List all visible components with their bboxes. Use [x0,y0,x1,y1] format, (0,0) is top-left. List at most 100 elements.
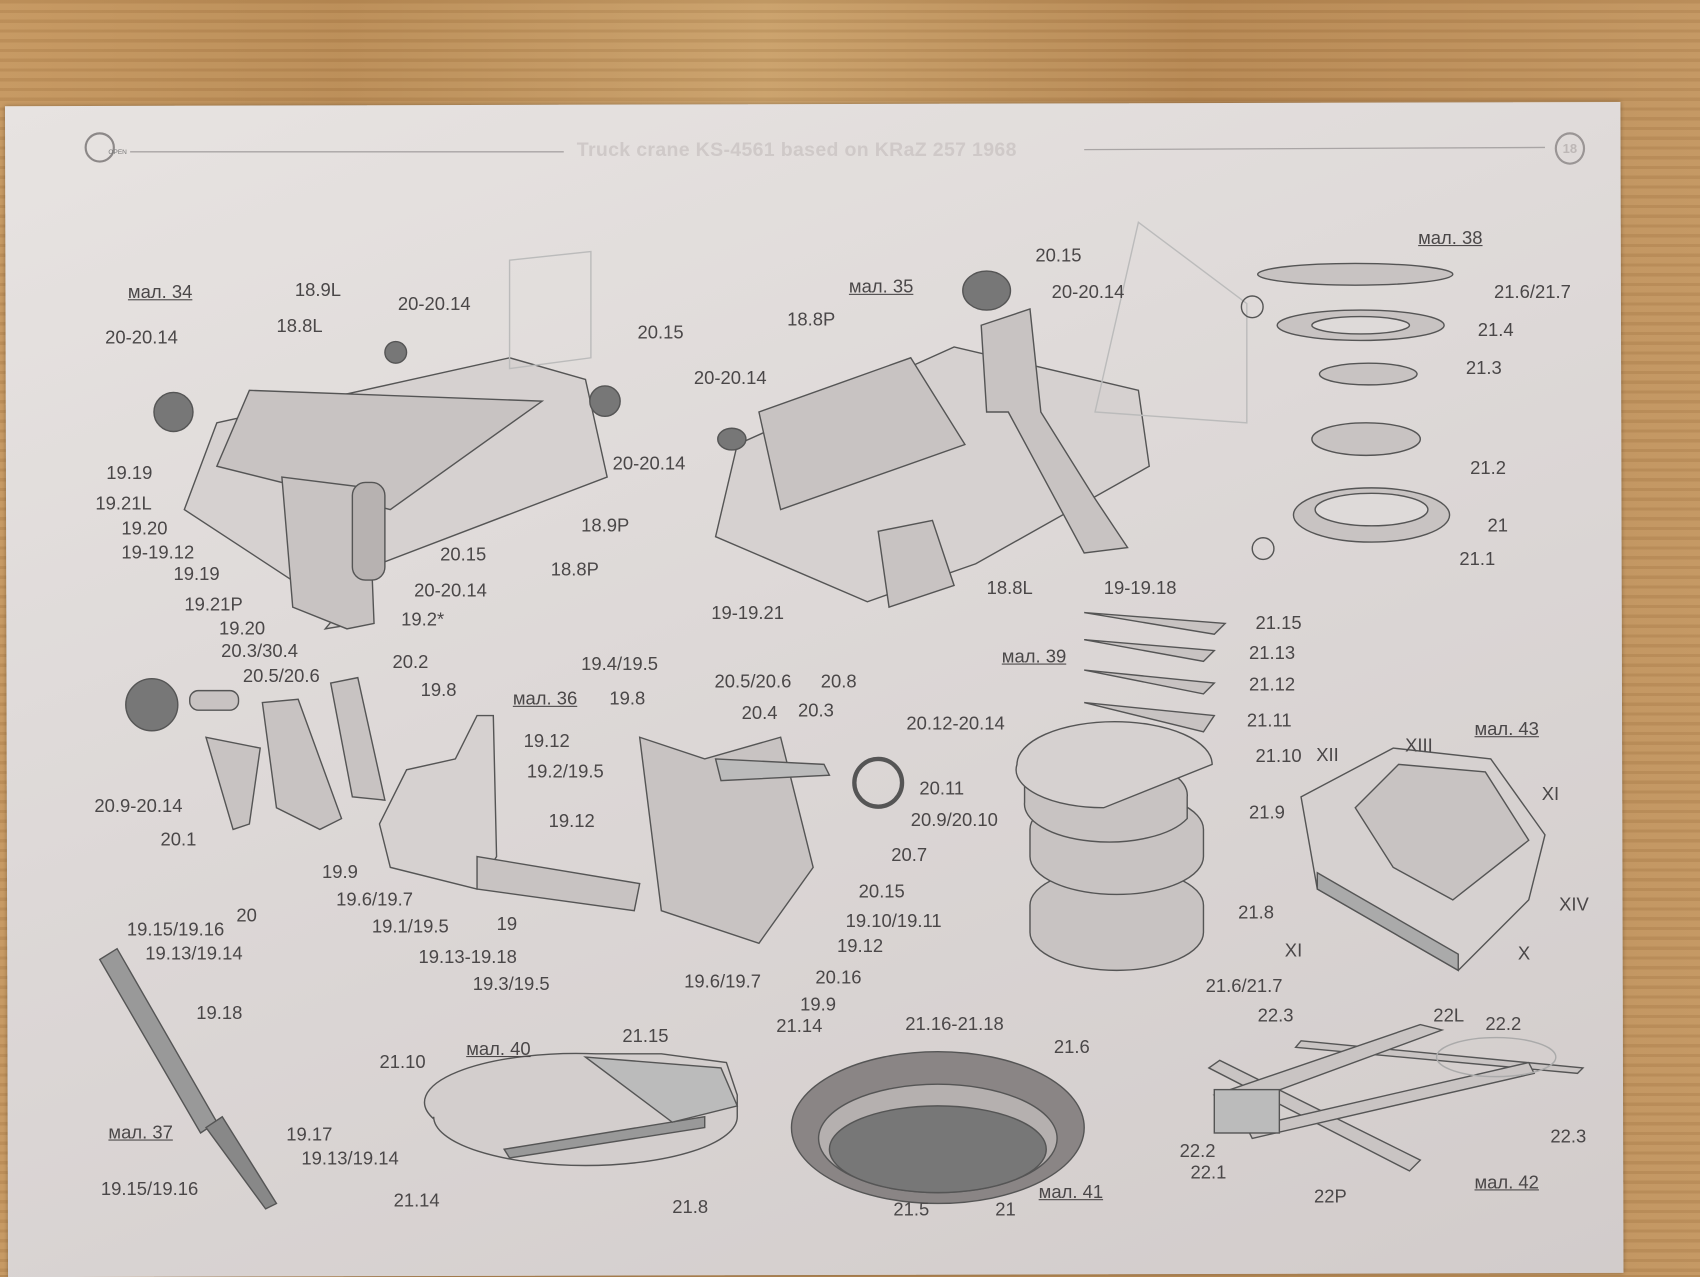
fig36-label: 20.3 [797,700,834,721]
fig34-label: 19.21P [184,594,243,615]
fig40-disc-drawing [423,1052,739,1167]
fig34-label: 19.2* [401,609,445,630]
fig42-label: 22L [1433,1005,1465,1026]
fig42-label: 22.3 [1257,1005,1294,1026]
fig36-label: 20.15 [858,881,905,903]
fig38-label: 21.3 [1465,357,1502,379]
fig41-label: 21.6 [1053,1036,1090,1058]
fig34-label: 20-20.14 [414,580,487,601]
fig34-label: 20.15 [440,544,487,565]
fig34-label: 20.15 [637,322,684,343]
fig34-label: 19.20 [219,617,266,639]
sheet-title: Truck crane KS-4561 based on KRaZ 257 19… [576,138,1017,161]
fig34-title: мал. 34 [127,281,193,303]
fig40-label: 21.14 [393,1190,440,1212]
fig36-label: 19.9 [322,861,358,883]
fig38-label: 21.4 [1477,319,1514,341]
fig36-label: 20.16 [815,967,862,988]
fig41-label: 21.16-21.18 [905,1013,1004,1035]
fig36-label: 19.12 [523,730,570,752]
brand-logo-icon [84,132,115,163]
fig36-label: 20.5/20.6 [714,671,792,692]
fig36-label: 20.8 [820,671,857,692]
fig39-label: 21.9 [1248,802,1285,823]
fig35-label: 20-20.14 [1051,281,1125,303]
fig34-label: 19-19.12 [121,542,195,563]
fig36-label: 20.3/30.4 [221,640,299,662]
fig40-label: 21.10 [379,1051,426,1073]
fig39-label: 21.13 [1248,642,1296,664]
fig36-label: 19.8 [609,688,646,710]
fig42-title: мал. 42 [1474,1172,1539,1193]
fig34-label: 18.8L [276,315,323,337]
fig34-label: 19.20 [121,518,168,539]
fig43-label: XIII [1405,735,1433,756]
fig40-label: 21.15 [622,1025,669,1047]
fig34-label: 19.21L [95,493,152,514]
fig43-label: XI [1284,940,1303,961]
fig37-label: 19.13/19.14 [301,1148,399,1169]
fig36-label: 20.12-20.14 [906,713,1005,735]
fig36-label: 20.4 [741,702,778,724]
fig41-flange-drawing [790,1050,1085,1205]
fig39-label: 21.6/21.7 [1205,975,1283,997]
fig34-label: 18.8P [550,559,599,581]
fig43-label: XIV [1559,894,1589,916]
fig38-label: 21.2 [1470,457,1507,479]
fig36-label: 19.4/19.5 [581,653,659,675]
fig42-frame-drawing [1207,1023,1585,1172]
fig37-label: 19.17 [286,1124,333,1145]
fig34-label: 19.19 [173,563,220,585]
fig38-ring-stack-drawing [1240,262,1454,561]
fig36-label: 20.1 [160,829,197,851]
fig34-label: 20-20.14 [612,453,686,474]
fig34-label: 20-20.14 [105,327,178,349]
fig41-label: 21.14 [776,1015,823,1037]
fig35-label: 19-19.21 [711,602,785,624]
fig36-label: 20.5/20.6 [242,665,320,687]
fig36-label: 19.3/19.5 [472,973,550,995]
fig36-label: 19.10/19.11 [845,910,942,932]
fig35-label: 18.8P [787,308,836,330]
fig43-label: X [1517,943,1531,964]
fig35-title: мал. 35 [848,276,914,298]
fig37-label: 19.13/19.14 [145,943,243,964]
fig36-label: 19.8 [420,679,457,701]
fig38-label: 21.6/21.7 [1494,281,1571,303]
fig43-box-drawing [1300,747,1546,972]
fig39-label: 21.10 [1255,745,1302,767]
fig37-label: 19.18 [196,1002,243,1024]
fig34-label: 19.19 [106,462,153,484]
fig41-label: 21.5 [893,1199,930,1220]
fig36-label: 19.9 [800,994,837,1015]
fig37-label: 19.15/19.16 [126,919,225,941]
fig36-label: 20.11 [919,778,965,800]
fig40-label: 21.8 [672,1196,709,1218]
fig42-label: 22.2 [1485,1013,1522,1035]
fig35-label: 20.15 [1035,245,1082,266]
fig34-chassis-drawing [153,250,621,630]
fig36-label: 19.12 [548,810,595,832]
fig39-label: 21.12 [1248,674,1296,695]
fig39-label: 21.11 [1246,710,1292,731]
fig35-chassis-drawing [714,221,1248,609]
fig36-label: 19.6/19.7 [684,971,762,993]
fig43-label: XI [1541,783,1560,805]
fig36-label: 20.9/20.10 [910,809,998,831]
fig36-label: 20 [236,905,257,926]
fig42-label: 22.1 [1190,1162,1227,1183]
fig36-label: 20.2 [392,651,429,673]
fig34-label: 20-20.14 [397,293,471,315]
fig36-label: 20.9-20.14 [94,795,183,817]
fig43-title: мал. 43 [1474,718,1539,740]
fig35-label: 18.8L [986,577,1033,599]
fig37-hydraulic-cylinder-drawing [98,947,278,1210]
fig36-label: 19 [496,913,518,935]
fig37-title: мал. 37 [108,1122,173,1143]
fig36-title: мал. 36 [512,688,578,710]
fig36-label: 19.13-19.18 [418,946,517,968]
fig35-label: 20-20.14 [693,367,767,389]
fig35-label: 19-19.18 [1103,577,1177,599]
